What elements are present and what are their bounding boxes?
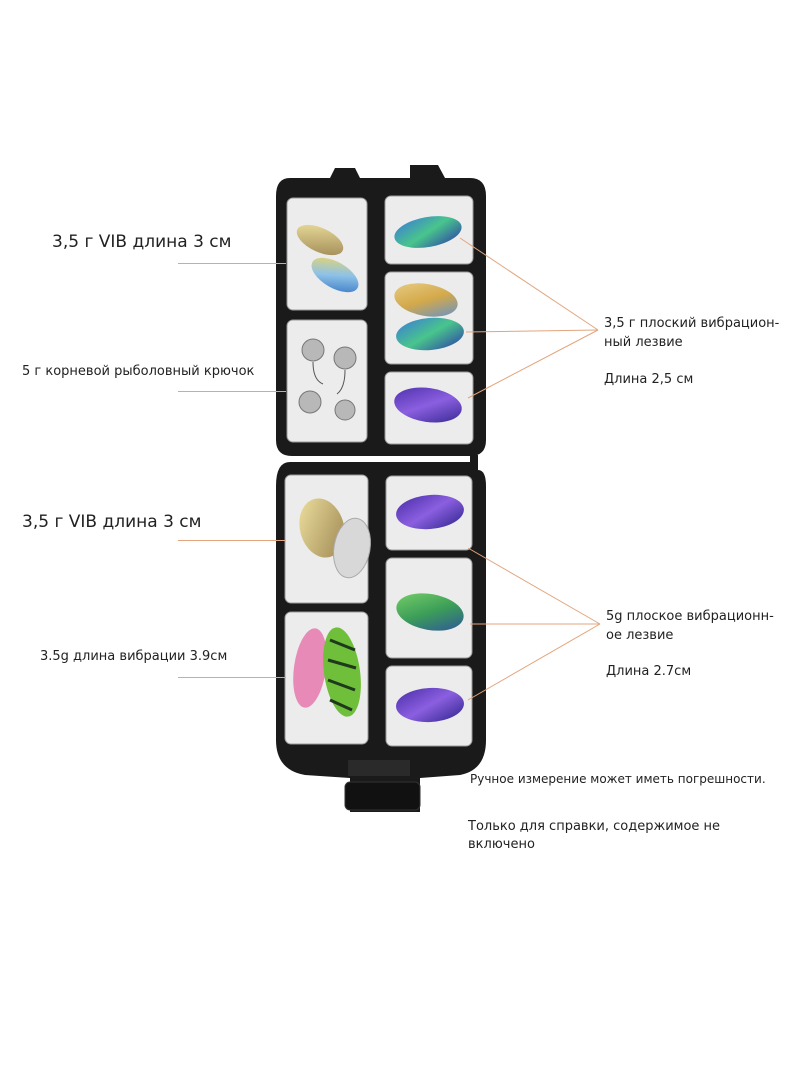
leader-vib-bottom [178, 677, 286, 678]
note-reference-line1: Только для справки, содержимое не [468, 819, 721, 834]
leader-hook [178, 391, 286, 392]
label-blade-35-line2: ный лезвие [604, 335, 683, 350]
leader-vib-mid [178, 540, 286, 541]
label-hook: 5 г корневой рыболовный крючок [22, 364, 255, 379]
lower-case [276, 455, 486, 812]
label-vib-mid: 3,5 г VIB длина 3 см [22, 512, 202, 532]
label-blade-5-length: Длина 2.7см [606, 664, 692, 679]
label-vib-bottom: 3.5g длина вибрации 3.9см [40, 649, 228, 664]
note-measurement-error: Ручное измерение может иметь погрешности… [470, 772, 766, 786]
label-blade-5-line1: 5g плоское вибрационн- [606, 609, 774, 624]
upper-case [276, 165, 486, 456]
label-vib-top: 3,5 г VIB длина 3 см [52, 232, 232, 252]
label-blade-35-line1: 3,5 г плоский вибрацион- [604, 316, 780, 331]
label-blade-35-length: Длина 2,5 см [604, 372, 694, 387]
right-leader-lines [459, 237, 601, 701]
note-reference-line2: включено [468, 837, 535, 852]
leader-vib-top [178, 263, 286, 264]
label-blade-5-line2: ое лезвие [606, 628, 674, 643]
